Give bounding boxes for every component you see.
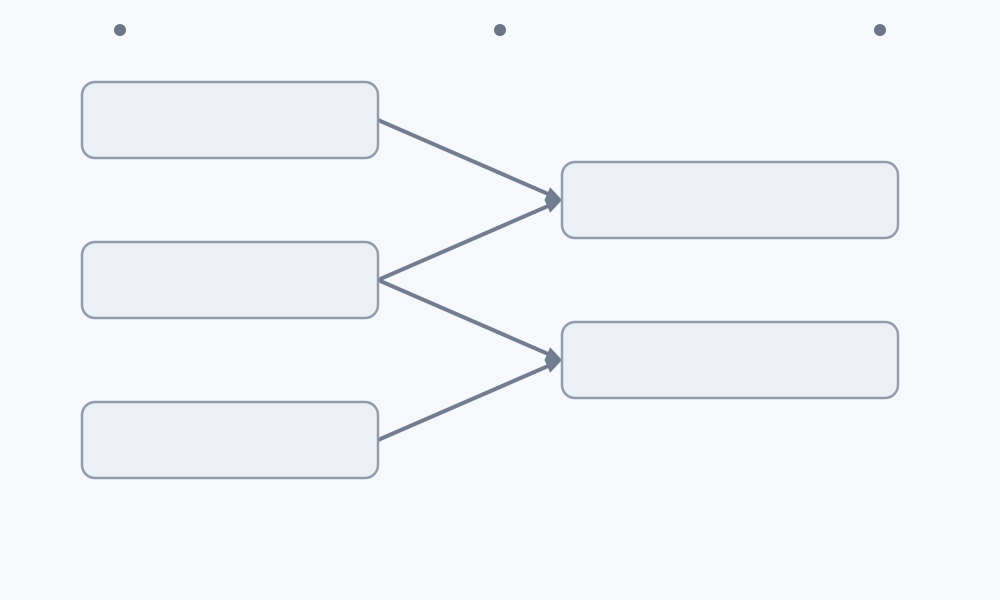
edges xyxy=(376,118,562,442)
edge-line xyxy=(376,278,552,357)
node-a[interactable] xyxy=(80,80,380,160)
column-marker-dot xyxy=(114,24,126,36)
column-marker-dot xyxy=(494,24,506,36)
node-b[interactable] xyxy=(80,240,380,320)
node-box[interactable] xyxy=(80,400,380,480)
column-markers xyxy=(114,24,886,36)
arrow-head xyxy=(544,187,562,201)
node-box[interactable] xyxy=(560,160,900,240)
arrow-head xyxy=(544,359,562,373)
node-box[interactable] xyxy=(560,320,900,400)
edge-line xyxy=(376,203,552,282)
column-marker-dot xyxy=(874,24,886,36)
node-d[interactable] xyxy=(560,160,900,240)
edge-line xyxy=(376,118,552,197)
nodes xyxy=(80,80,900,480)
edge-b-d xyxy=(376,199,562,282)
edge-c-e xyxy=(376,359,562,442)
edge-a-d xyxy=(376,118,562,201)
edge-b-e xyxy=(376,278,562,361)
node-e[interactable] xyxy=(560,320,900,400)
arrow-head xyxy=(544,347,562,361)
node-c[interactable] xyxy=(80,400,380,480)
arrow-head xyxy=(544,199,562,213)
node-box[interactable] xyxy=(80,240,380,320)
edge-line xyxy=(376,363,552,442)
node-box[interactable] xyxy=(80,80,380,160)
